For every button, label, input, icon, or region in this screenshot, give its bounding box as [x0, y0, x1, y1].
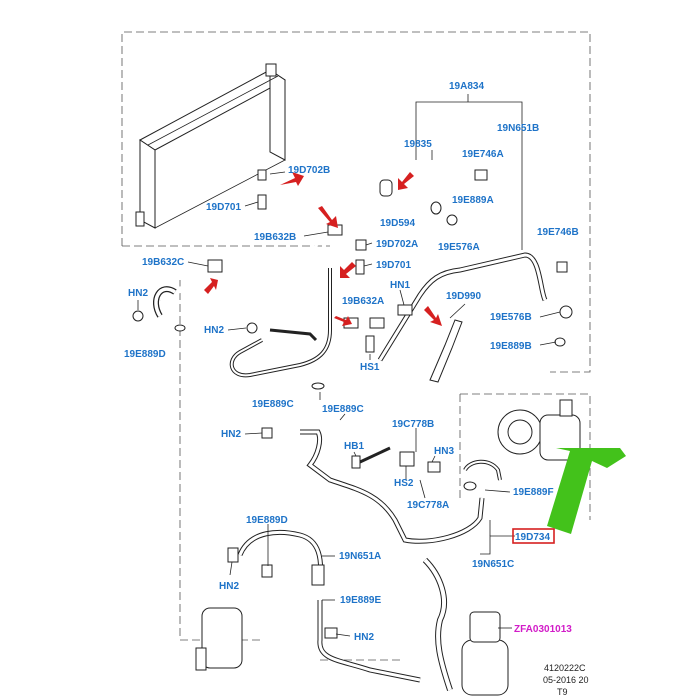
label-19b632c: 19B632C [142, 257, 184, 268]
label-hs2: HS2 [394, 478, 414, 489]
label-19d734: 19D734 [515, 532, 550, 543]
label-zfa0301013: ZFA0301013 [514, 624, 572, 635]
label-hn2-left: HN2 [128, 288, 148, 299]
reference-date: 05-2016 20 [543, 675, 589, 685]
label-hn1: HN1 [390, 280, 410, 291]
label-hn2-center: HN2 [221, 429, 241, 440]
red-arrow-6 [334, 316, 352, 326]
part-labels: 19A834 19N651B 19835 19E746A 19D702B 19E… [124, 81, 579, 643]
label-19n651c: 19N651C [472, 559, 514, 570]
label-19e889a: 19E889A [452, 195, 494, 206]
label-19e889d-top: 19E889D [124, 349, 166, 360]
label-19e889d-bottom: 19E889D [246, 515, 288, 526]
label-19d702b: 19D702B [288, 165, 330, 176]
red-arrow-7 [424, 306, 442, 326]
red-arrow-5 [204, 278, 218, 294]
label-19a834: 19A834 [449, 81, 484, 92]
label-19e889b: 19E889B [490, 341, 532, 352]
red-arrow-4 [340, 262, 356, 278]
upper-hose-assembly [132, 160, 573, 390]
label-19d990: 19D990 [446, 291, 481, 302]
label-19e889e: 19E889E [340, 595, 381, 606]
highlight-box-19d734 [512, 528, 555, 544]
reference-sheet: T9 [557, 687, 568, 697]
label-19c778b: 19C778B [392, 419, 434, 430]
label-19d701-mid: 19D701 [376, 260, 411, 271]
red-arrow-2 [398, 172, 414, 190]
label-19e889c-right: 19E889C [322, 404, 364, 415]
label-19b632b: 19B632B [254, 232, 296, 243]
label-hn3: HN3 [434, 446, 454, 457]
reference-code: 4120222C [544, 663, 586, 673]
label-19d702a: 19D702A [376, 239, 418, 250]
label-hb1: HB1 [344, 441, 364, 452]
label-hs1: HS1 [360, 362, 380, 373]
label-19e746b: 19E746B [537, 227, 579, 238]
red-arrow-3 [318, 206, 338, 228]
leader-lines [137, 94, 561, 637]
label-hn2-mid: HN2 [204, 325, 224, 336]
label-19e576b: 19E576B [490, 312, 532, 323]
label-hn2-bottom: HN2 [354, 632, 374, 643]
label-19n651a: 19N651A [339, 551, 381, 562]
label-19e889f: 19E889F [513, 487, 554, 498]
label-19e889c-left: 19E889C [252, 399, 294, 410]
label-19n651b: 19N651B [497, 123, 539, 134]
label-19c778a: 19C778A [407, 500, 449, 511]
label-19d594: 19D594 [380, 218, 415, 229]
compressor-assembly [463, 399, 581, 491]
green-pointer-arrow [547, 448, 626, 534]
label-hn2-low: HN2 [219, 581, 239, 592]
red-arrow-1 [280, 172, 304, 186]
reference-block: 4120222C 05-2016 20 T9 [543, 663, 589, 697]
label-19835: 19835 [404, 139, 432, 150]
label-19d701-top: 19D701 [206, 202, 241, 213]
label-19e576a: 19E576A [438, 242, 480, 253]
label-19b632a: 19B632A [342, 296, 384, 307]
red-arrows [204, 172, 442, 326]
label-19e746a: 19E746A [462, 149, 504, 160]
lower-hose-assembly [195, 427, 509, 696]
